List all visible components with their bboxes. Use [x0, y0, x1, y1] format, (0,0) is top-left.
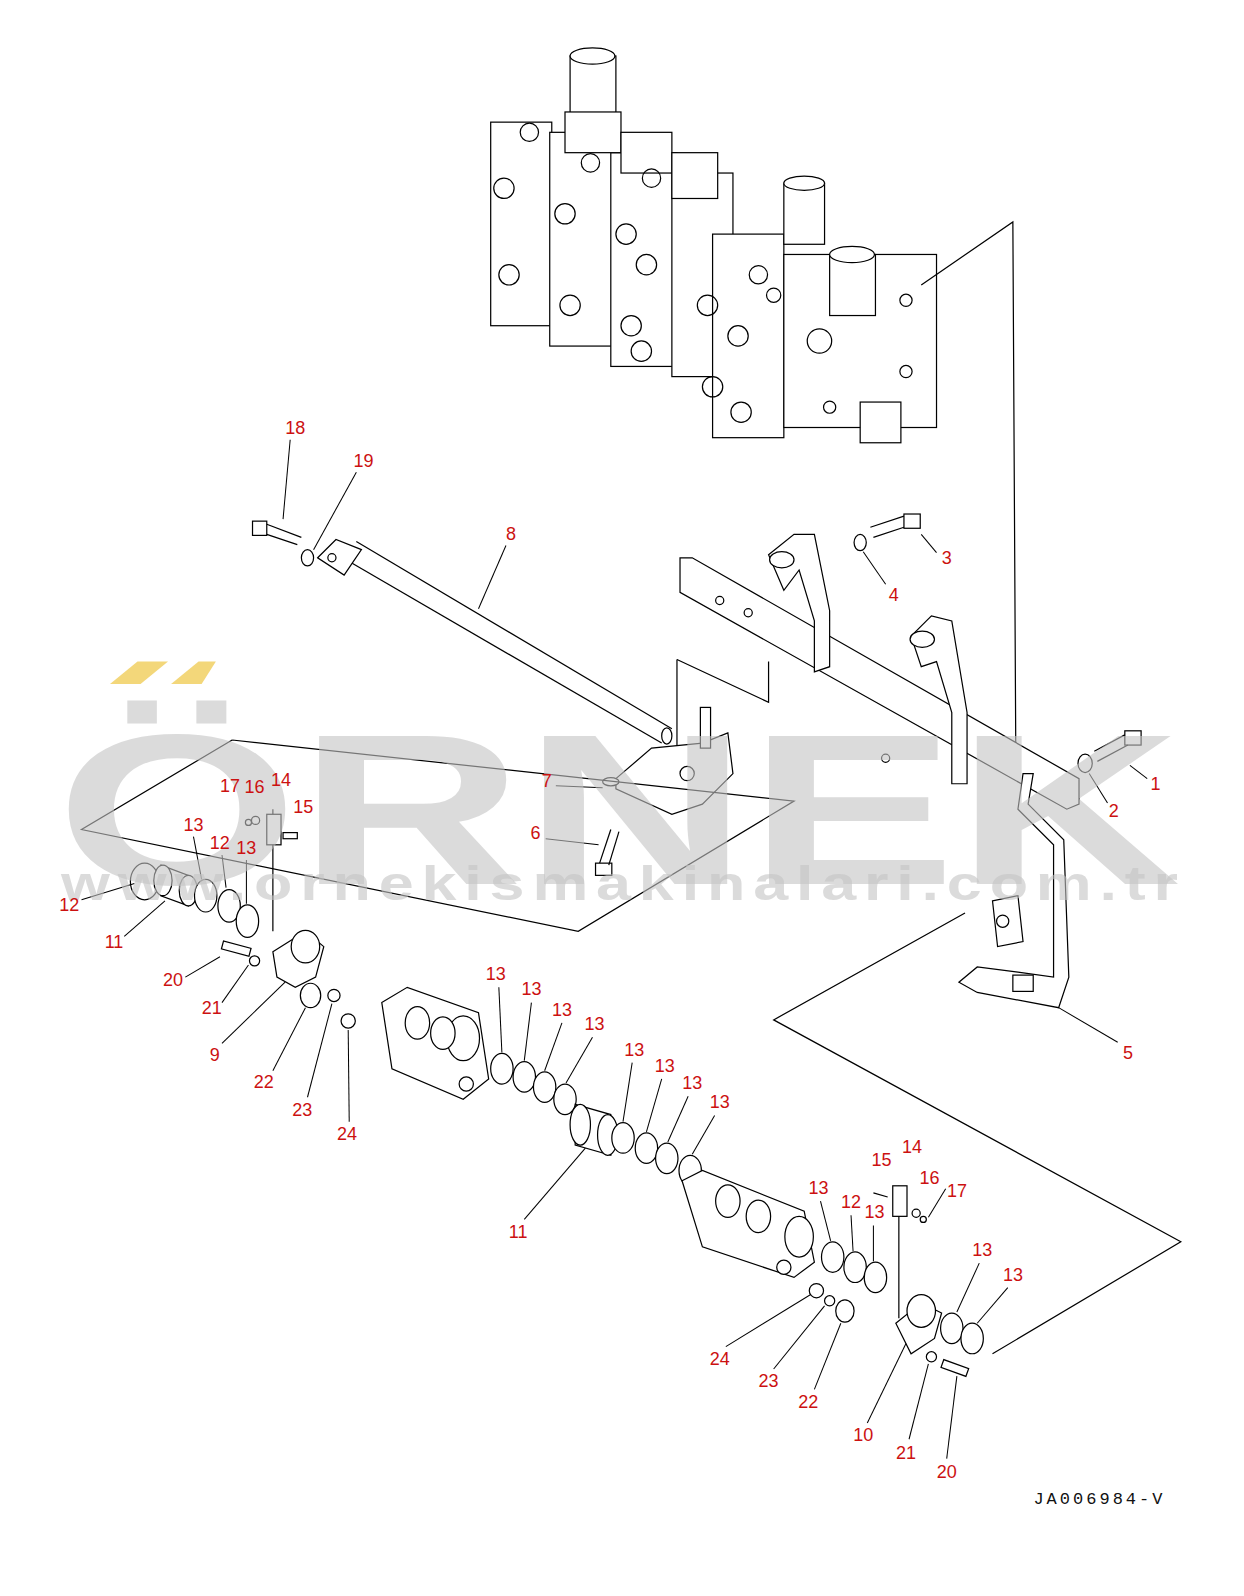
callout-number: 23 [759, 1372, 779, 1390]
callout-number: 12 [210, 834, 230, 852]
callout-number: 20 [937, 1463, 957, 1481]
callout-number: 13 [183, 816, 203, 834]
callout-number: 13 [972, 1241, 992, 1259]
callout-number: 13 [682, 1074, 702, 1092]
callout-number: 13 [655, 1057, 675, 1075]
callout-number: 20 [163, 971, 183, 989]
callout-number: 14 [271, 771, 291, 789]
callout-number: 13 [864, 1203, 884, 1221]
callout-number: 13 [1003, 1266, 1023, 1284]
callout-number: 13 [808, 1179, 828, 1197]
callout-number: 10 [853, 1426, 873, 1444]
watermark-text: www.ornekismakinalari.com.tr [61, 860, 1186, 908]
callout-number: 17 [220, 777, 240, 795]
callout-number: 13 [486, 965, 506, 983]
callout-number: 22 [798, 1393, 818, 1411]
callout-number: 11 [105, 933, 124, 951]
callout-number: 22 [254, 1073, 274, 1091]
callout-number: 2 [1109, 802, 1119, 820]
callout-number: 13 [552, 1001, 572, 1019]
callout-number: 13 [236, 839, 256, 857]
callout-number: 12 [59, 896, 79, 914]
callout-number: 21 [896, 1444, 916, 1462]
callout-number: 13 [624, 1041, 644, 1059]
callout-number: 14 [902, 1138, 922, 1156]
callout-number: 9 [210, 1046, 220, 1064]
callout-number: 16 [244, 778, 264, 796]
callout-number: 23 [292, 1101, 312, 1119]
callout-number: 1 [1150, 775, 1160, 793]
callout-number: 7 [542, 772, 552, 790]
callout-number: 12 [841, 1193, 861, 1211]
callout-number: 13 [584, 1015, 604, 1033]
callout-number: 15 [872, 1151, 892, 1169]
callout-number: 11 [509, 1223, 528, 1241]
callout-number: 6 [530, 824, 540, 842]
callout-number: 4 [889, 586, 899, 604]
callout-number: 19 [353, 452, 373, 470]
drawing-code: JA006984-V [1033, 1490, 1165, 1507]
callout-number: 15 [293, 798, 313, 816]
callout-number: 3 [942, 549, 952, 567]
callout-number: 8 [506, 525, 516, 543]
callout-number: 18 [285, 419, 305, 437]
callout-number: 24 [337, 1125, 357, 1143]
callout-number: 13 [710, 1093, 730, 1111]
callout-number: 24 [710, 1350, 730, 1368]
callout-number: 5 [1123, 1044, 1133, 1062]
callout-number: 13 [521, 980, 541, 998]
callout-number: 17 [947, 1182, 967, 1200]
callout-number: 21 [202, 999, 222, 1017]
callout-number: 16 [919, 1169, 939, 1187]
